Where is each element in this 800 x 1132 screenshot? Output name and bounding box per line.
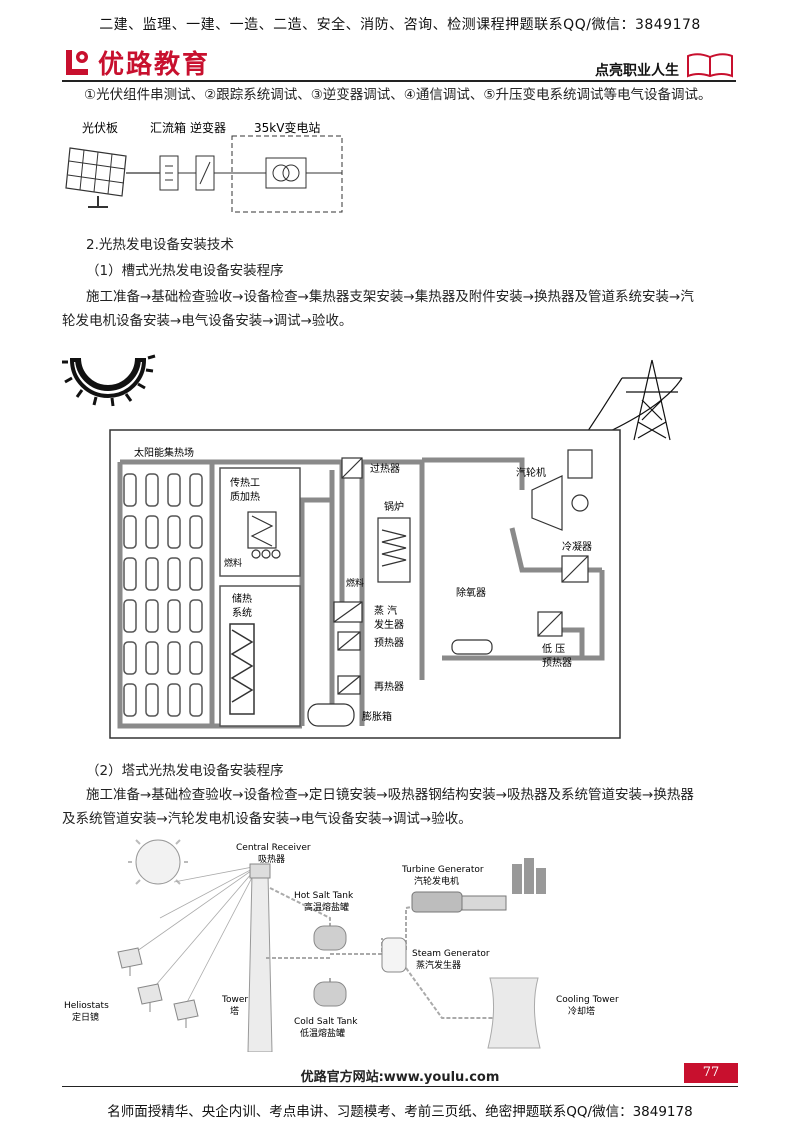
steam-gen-label-2: 发生器 (374, 618, 404, 631)
turbine-cn-label: 汽轮发电机 (414, 875, 459, 887)
expansion-tank-icon (307, 703, 355, 727)
tower-en-label: Tower (221, 995, 248, 1005)
tower-plant-diagram: Heliostats 定日镜 Central Receiver 吸热器 Towe… (62, 836, 742, 1053)
grid-building-icon (512, 858, 546, 894)
collector-field-label: 太阳能集热场 (134, 446, 194, 459)
logo-mark-icon (62, 47, 92, 77)
aux-heat-label-1: 传热工 (230, 476, 260, 489)
collector-array (123, 473, 203, 717)
heliostat-cn-label: 定日镜 (72, 1011, 99, 1023)
pv-panel-icon (65, 147, 127, 208)
steam-gen-label-1: 蒸 汽 (374, 604, 397, 617)
lp-heater-icon (537, 611, 563, 637)
expansion-label: 膨胀箱 (362, 710, 392, 723)
footer-divider (62, 1086, 738, 1087)
steam-gen-en-label: Steam Generator (412, 949, 490, 959)
lp-heater-label-2: 预热器 (542, 656, 572, 669)
inverter-icon (195, 155, 215, 191)
brand-logo: 优路教育 (62, 44, 210, 80)
cold-tank-cn-label: 低温熔盐罐 (300, 1027, 345, 1039)
reheater-icon (337, 675, 361, 695)
cold-tank-en-label: Cold Salt Tank (294, 1017, 358, 1027)
aux-heater-icon (247, 511, 281, 559)
receiver-en-label: Central Receiver (236, 843, 311, 853)
pv-system-diagram: 光伏板 汇流箱 逆变器 35kV变电站 (62, 118, 742, 218)
superheater-label: 过热器 (370, 462, 400, 475)
sun-icon-2 (128, 836, 188, 885)
top-banner: 二建、监理、一建、一造、二造、安全、消防、咨询、检测课程押题联系QQ/微信：38… (99, 17, 701, 33)
fuel-label-2: 燃料 (346, 577, 364, 589)
turbine-generator-icon (411, 891, 507, 913)
header-divider (62, 80, 736, 82)
trough-procedure-line1: 施工准备→基础检查验收→设备检查→集热器支架安装→集热器及附件安装→换热器及管道… (86, 289, 694, 305)
page-number: 77 (684, 1063, 738, 1083)
transmission-tower-icon (581, 359, 683, 445)
superheater-icon (341, 457, 363, 479)
sun-icon (62, 332, 156, 407)
hot-salt-tank-icon (313, 925, 347, 951)
boiler-label: 锅炉 (384, 501, 404, 513)
heliostat-en-label: Heliostats (64, 1001, 109, 1011)
combiner-label: 汇流箱 (150, 120, 186, 135)
inverter-label: 逆变器 (190, 120, 226, 135)
turbine-en-label: Turbine Generator (401, 865, 484, 875)
condenser-label: 冷凝器 (562, 540, 592, 553)
aux-heater-box (219, 467, 301, 577)
book-icon (686, 52, 734, 78)
steam-generator-icon-2 (381, 937, 407, 973)
heliostat-icons (117, 947, 199, 1028)
receiver-cn-label: 吸热器 (258, 853, 285, 865)
brand-name: 优路教育 (98, 49, 211, 80)
grid-transformer-icon (567, 449, 593, 479)
receiver-icon (249, 863, 271, 879)
cooling-cn-label: 冷却塔 (568, 1005, 595, 1017)
storage-box (219, 585, 301, 727)
header-slogan: 点亮职业人生 (595, 63, 679, 79)
turbine-label: 汽轮机 (516, 466, 546, 479)
storage-label-1: 储热 (232, 592, 252, 605)
cooling-tower-icon (487, 977, 541, 1049)
trough-subtitle: （1）槽式光热发电设备安装程序 (86, 263, 284, 279)
debug-items-text: ①光伏组件串测试、②跟踪系统调试、③逆变器调试、④通信调试、⑤升压变电系统调试等… (84, 87, 712, 103)
lp-heater-label-1: 低 压 (542, 642, 565, 655)
condenser-icon (561, 555, 589, 583)
deaerator-icon (451, 639, 493, 655)
steam-gen-cn-label: 蒸汽发生器 (416, 959, 461, 971)
transformer-icon (265, 157, 307, 189)
official-website: 优路官方网站:www.youlu.com (300, 1070, 500, 1085)
pv-panel-label: 光伏板 (82, 121, 118, 135)
storage-heat-exchanger-icon (229, 623, 255, 715)
tower-procedure-line1: 施工准备→基础检查验收→设备检查→定日镜安装→吸热器钢结构安装→吸热器及系统管道… (86, 787, 694, 803)
combiner-box-icon (159, 155, 179, 191)
trough-procedure-line2: 轮发电机设备安装→电气设备安装→调试→验收。 (62, 313, 353, 329)
reheater-label: 再热器 (374, 680, 404, 693)
cooling-en-label: Cooling Tower (556, 995, 619, 1005)
cold-salt-tank-icon (313, 981, 347, 1007)
hot-tank-en-label: Hot Salt Tank (294, 891, 354, 901)
hot-tank-cn-label: 高温熔盐罐 (304, 901, 349, 913)
boiler-icon (377, 517, 411, 583)
fuel-label-1: 燃料 (224, 557, 242, 569)
aux-heat-label-2: 质加热 (230, 490, 260, 503)
trough-plant-diagram: 太阳能集热场 (62, 332, 742, 750)
tower-cn-label: 塔 (230, 1005, 239, 1017)
preheater-label: 预热器 (374, 636, 404, 649)
deaerator-label: 除氧器 (456, 586, 486, 599)
steam-generator-icon (333, 601, 363, 623)
footer-slogan: 名师面授精华、央企内训、考点串讲、习题模考、考前三页纸、绝密押题联系QQ/微信：… (107, 1104, 693, 1120)
generator-icon (571, 494, 589, 512)
tower-subtitle: （2）塔式光热发电设备安装程序 (86, 763, 284, 779)
plant-frame (109, 429, 621, 739)
preheater-icon (337, 631, 361, 651)
tower-icon (247, 873, 273, 1053)
storage-label-2: 系统 (232, 606, 252, 619)
turbine-icon (531, 475, 563, 531)
substation-label: 35kV变电站 (254, 120, 320, 135)
tower-procedure-line2: 及系统管道安装→汽轮发电机设备安装→电气设备安装→调试→验收。 (62, 811, 472, 827)
section-title: 2.光热发电设备安装技术 (86, 237, 234, 253)
substation-boundary (231, 135, 343, 213)
